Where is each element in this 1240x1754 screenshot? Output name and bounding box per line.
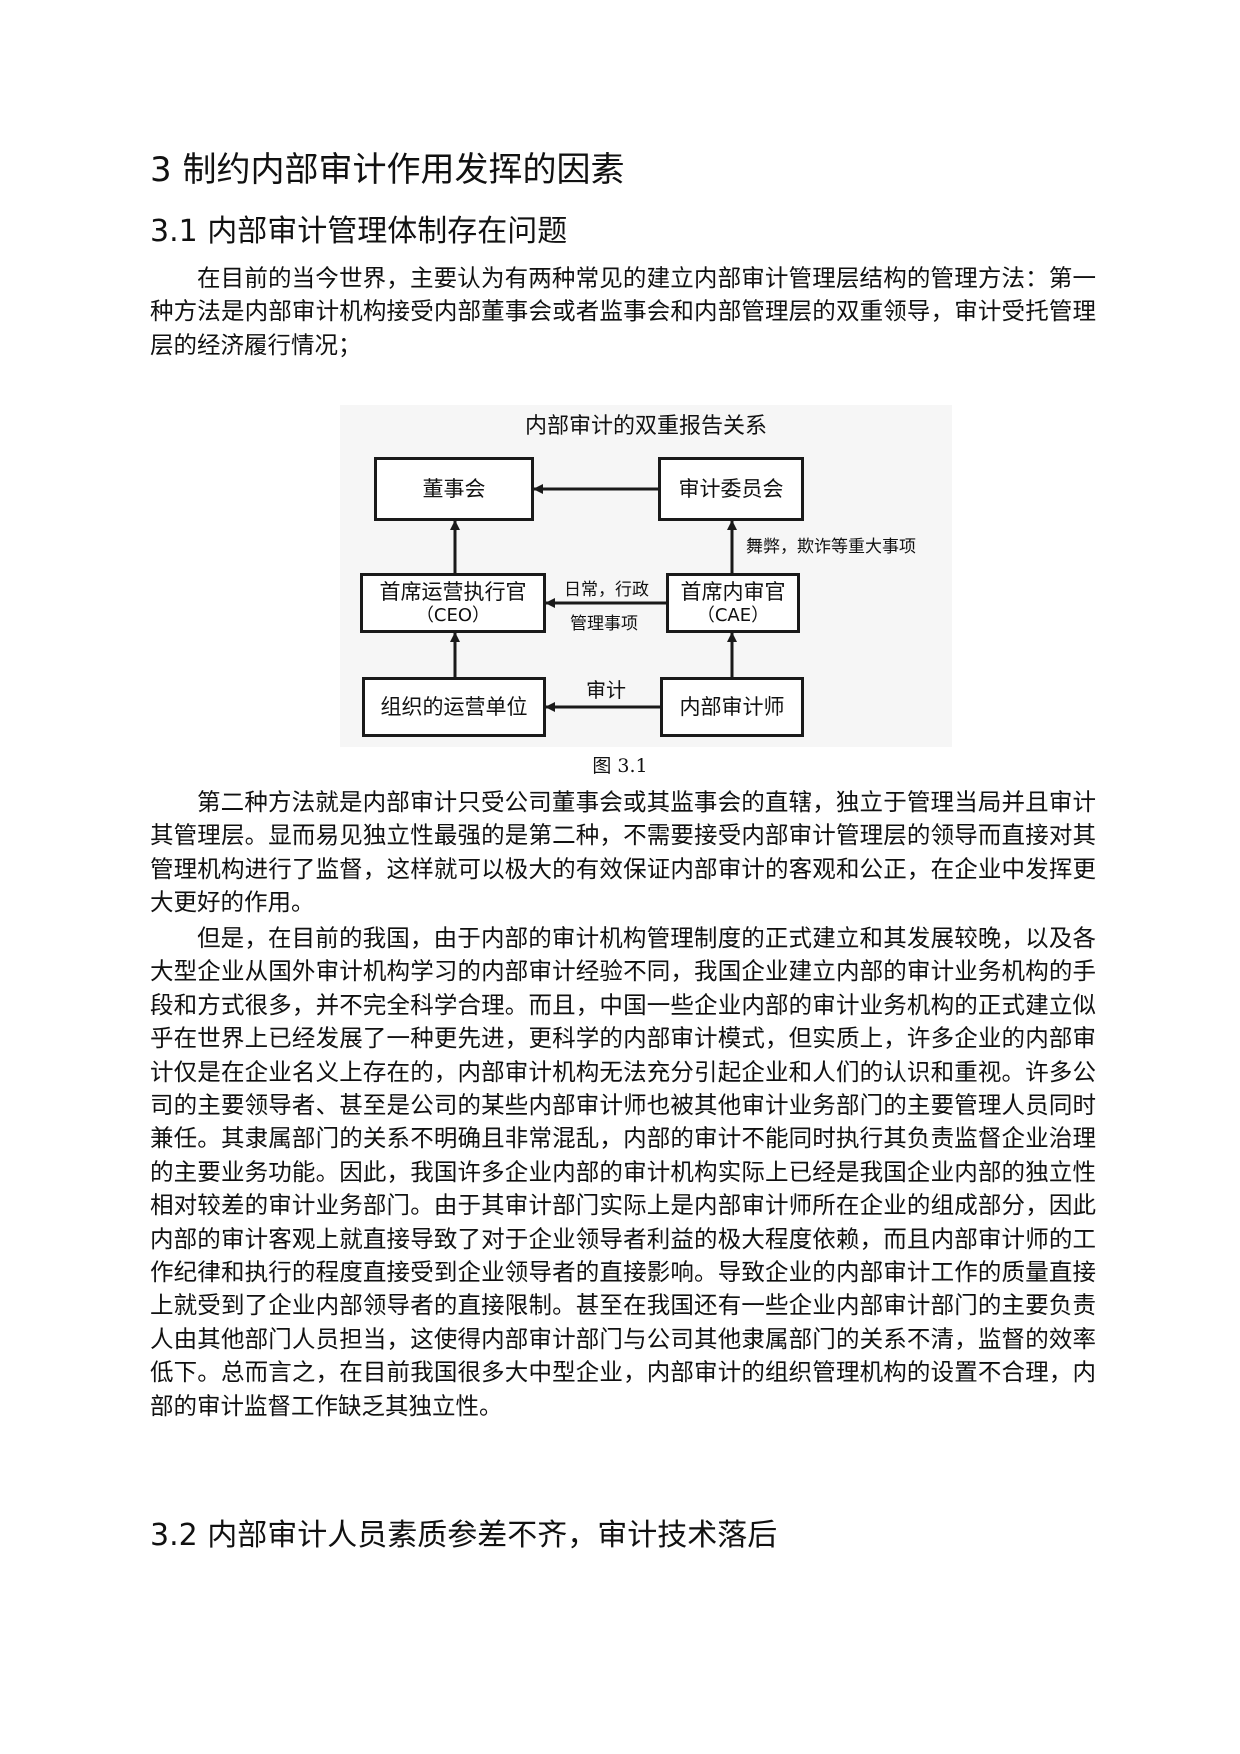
audit-label: 审计 <box>586 678 626 702</box>
figure-caption: 图 3.1 <box>592 755 648 777</box>
ceo-abbr: （CEO） <box>415 605 491 626</box>
subsection-heading-3-1: 3.1 内部审计管理体制存在问题 <box>150 214 568 249</box>
daily-admin-label-1: 日常，行政 <box>564 580 649 600</box>
board-label: 董事会 <box>422 477 486 501</box>
diagram-title: 内部审计的双重报告关系 <box>524 414 767 439</box>
paragraph-china-situation: 但是，在目前的我国，由于内部的审计机构管理制度的正式建立和其发展较晚，以及各大型… <box>150 924 1096 1420</box>
cae-abbr: （CAE） <box>696 605 770 626</box>
ceo-name: 首席运营执行官 <box>379 580 527 604</box>
ceo-box: 首席运营执行官 （CEO） <box>360 573 546 633</box>
paragraph-second-method: 第二种方法就是内部审计只受公司董事会或其监事会的直辖，独立于管理当局并且审计其管… <box>150 788 1096 917</box>
board-box: 董事会 <box>374 457 534 521</box>
cae-box: 首席内审官 （CAE） <box>666 573 800 633</box>
internal-auditor-label: 内部审计师 <box>679 695 785 719</box>
internal-auditor-box: 内部审计师 <box>660 677 804 737</box>
operating-units-label: 组织的运营单位 <box>380 695 528 719</box>
section-heading: 3 制约内部审计作用发挥的因素 <box>150 150 625 190</box>
paragraph-intro: 在目前的当今世界，主要认为有两种常见的建立内部审计管理层结构的管理方法：第一种方… <box>150 264 1096 359</box>
dual-reporting-diagram: 内部审计的双重报告关系 董事会 审计委 <box>340 405 952 747</box>
fraud-label: 舞弊，欺诈等重大事项 <box>746 537 916 557</box>
daily-admin-label-2: 管理事项 <box>570 614 638 634</box>
audit-committee-label: 审计委员会 <box>678 477 784 501</box>
diagram-arrows <box>450 484 737 712</box>
cae-name: 首席内审官 <box>680 580 786 604</box>
operating-units-box: 组织的运营单位 <box>362 677 546 737</box>
audit-committee-box: 审计委员会 <box>658 457 804 521</box>
subsection-heading-3-2: 3.2 内部审计人员素质参差不齐，审计技术落后 <box>150 1518 778 1553</box>
